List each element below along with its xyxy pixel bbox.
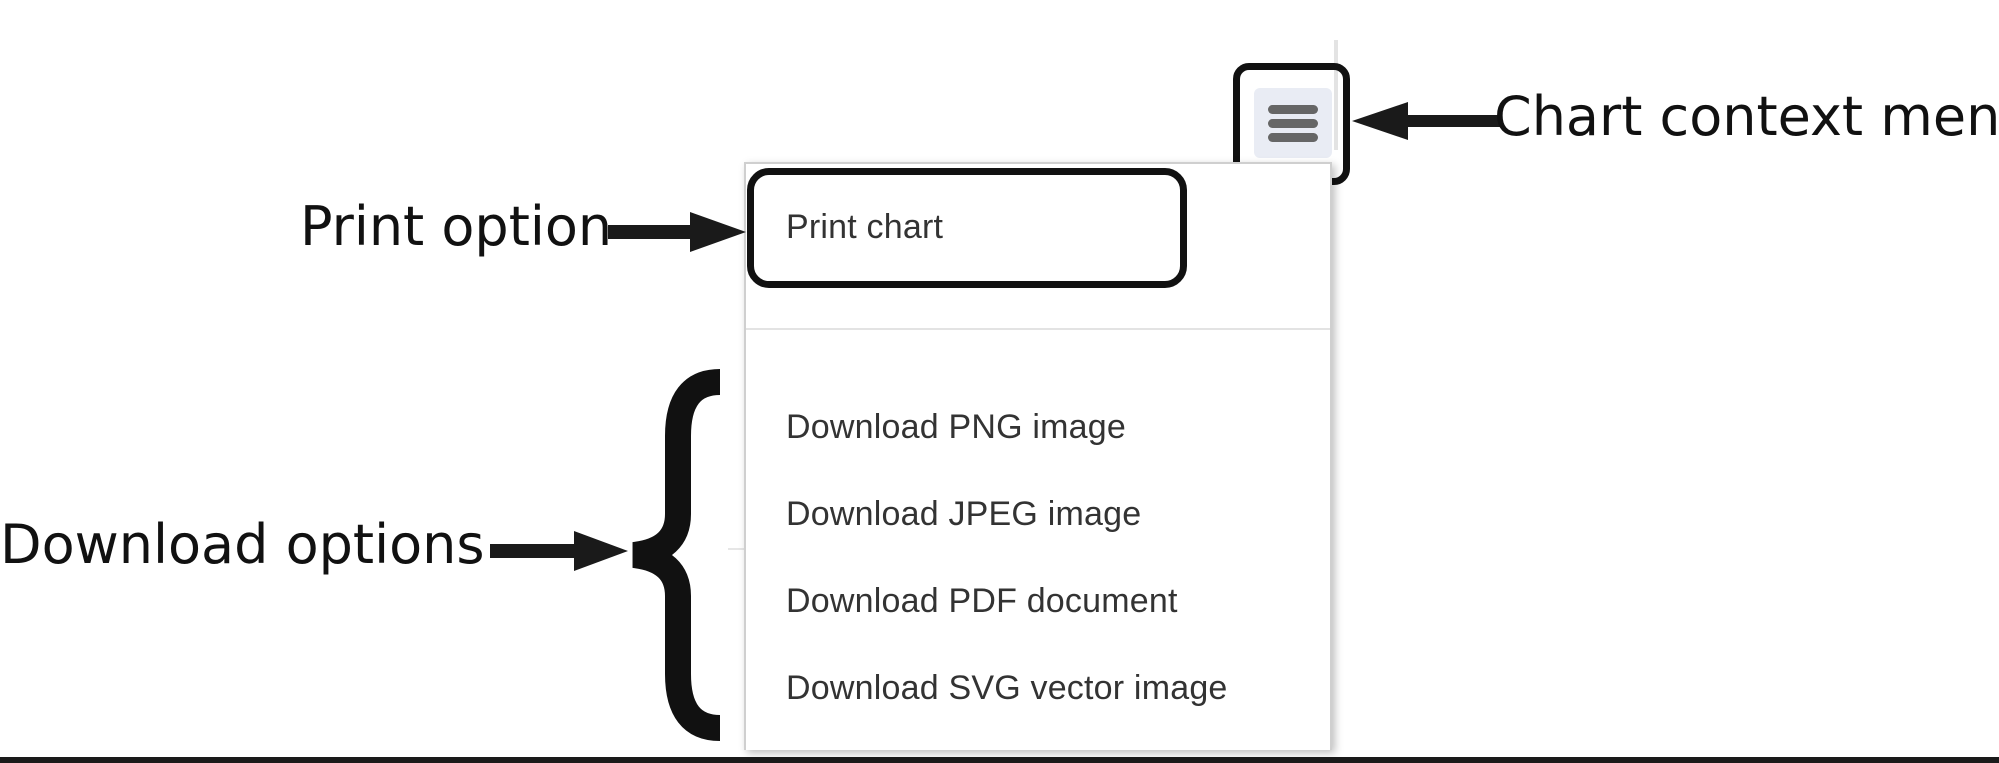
background-chart-edge — [1334, 40, 1338, 150]
print-option-highlight — [747, 168, 1187, 288]
download-options-label: Download options — [0, 513, 485, 576]
menu-item-download-png[interactable]: Download PNG image — [786, 408, 1126, 446]
chart-context-menu-button[interactable] — [1254, 88, 1332, 158]
background-chart-line — [728, 548, 746, 550]
chart-context-menu-arrow-icon — [1352, 102, 1500, 140]
print-option-label: Print option — [300, 195, 613, 258]
bottom-divider — [0, 757, 1999, 763]
menu-item-download-jpeg[interactable]: Download JPEG image — [786, 495, 1142, 533]
print-option-arrow-icon — [608, 212, 746, 252]
menu-item-download-pdf[interactable]: Download PDF document — [786, 582, 1178, 620]
download-options-arrow-icon — [490, 531, 628, 571]
menu-item-download-svg[interactable]: Download SVG vector image — [786, 669, 1228, 707]
menu-item-print-chart[interactable]: Print chart — [786, 208, 944, 246]
chart-export-menu: Print chart Download PNG image Download … — [744, 162, 1332, 750]
menu-divider — [746, 328, 1330, 330]
download-options-brace-icon — [632, 369, 721, 741]
chart-context-menu-label: Chart context menu — [1494, 85, 1999, 148]
